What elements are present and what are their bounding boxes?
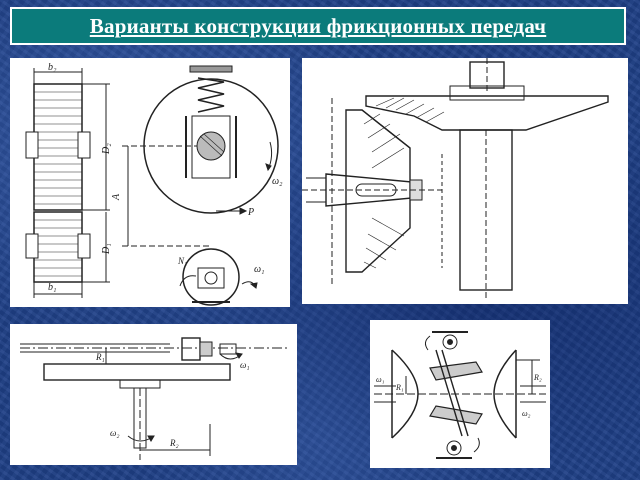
- label-b1: b₁: [48, 282, 56, 293]
- frontal-friction-drive-drawing: R₁ R₂ ω₁ ω₂: [10, 324, 297, 465]
- label-n1: N₁: [177, 256, 187, 266]
- label-R1: R₁: [95, 352, 105, 362]
- slide-title: Варианты конструкции фрикционных передач: [89, 13, 547, 38]
- label-D2: D₂: [101, 143, 112, 155]
- label-omega1: ω₁: [254, 264, 265, 275]
- label-D1: D₁: [101, 243, 112, 255]
- label-b2: b₂: [48, 62, 57, 73]
- cylindrical-friction-drive-drawing: b₂ b₁ D₂ D₁ A P ω₂ ω₁ N₁: [10, 58, 290, 307]
- label-P: P: [247, 207, 254, 218]
- label-R2: R₂: [533, 373, 542, 382]
- label-R2: R₂: [169, 438, 179, 448]
- slide-title-bar: Варианты конструкции фрикционных передач: [10, 7, 626, 45]
- label-omega1: ω₁: [240, 360, 249, 370]
- label-omega1: ω₁: [376, 375, 385, 384]
- label-A: A: [111, 193, 122, 201]
- label-omega2: ω₂: [110, 428, 119, 438]
- label-omega2: ω₂: [522, 409, 531, 418]
- toroidal-variator-drawing: R₁ R₂ ω₁ ω₂: [370, 320, 550, 468]
- conical-friction-drive-drawing: [302, 58, 628, 304]
- label-omega2: ω₂: [272, 176, 283, 187]
- label-R1: R₁: [395, 383, 404, 392]
